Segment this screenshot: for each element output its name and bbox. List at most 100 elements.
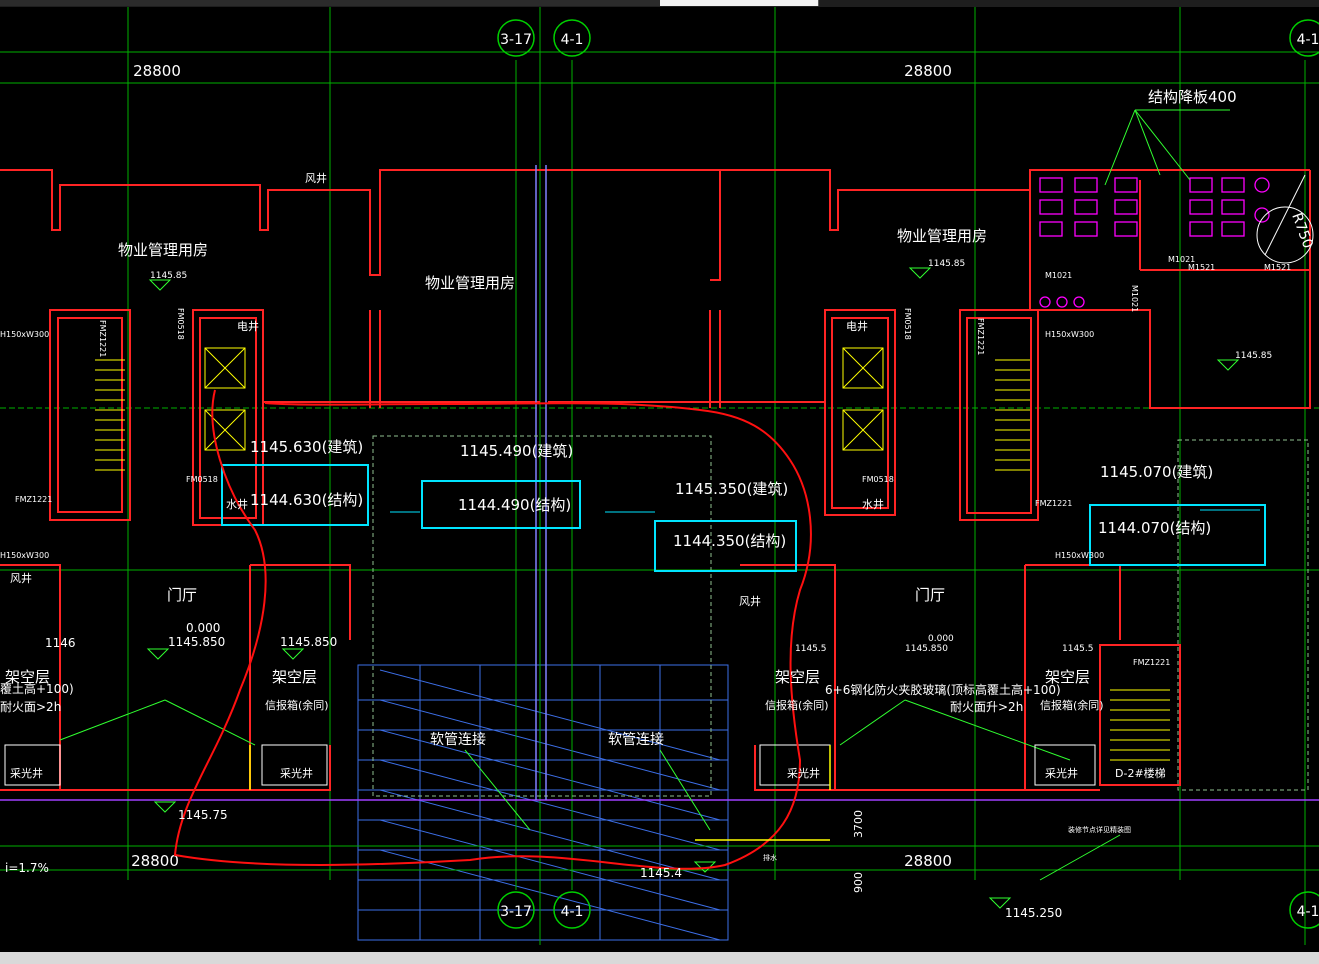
axis-label-41-bottom: 4-1 [561,904,584,920]
dim-vertical-900: 900 [852,872,865,893]
door-fm0518-c: FM0518 [903,308,912,340]
door-h150-b: H150xW300 [0,551,49,560]
door-tags: FMZ1221 FMZ1221 FMZ1221 FMZ1221 FMZ1221 … [0,255,1291,667]
note-glass: 6+6钢化防火夹胶玻璃(顶标高覆土高+100) [825,682,1061,697]
elev-e11: 1145.85 [1235,351,1272,361]
small-room-labels: 采光井 采光井 采光井 采光井 风井 风井 风井 电井 电井 水井 水井 D-2… [10,171,1166,780]
elev-e12: 1146 [45,636,76,650]
note-hose-left: 软管连接 [430,731,486,748]
axis-label-317-bottom: 3-17 [500,904,532,920]
tab-layout3[interactable] [500,0,661,6]
dim-bottom-right: 28800 [904,852,952,870]
door-fmz1221-c: FMZ1221 [976,318,985,355]
light-well-1: 采光井 [10,766,43,780]
elev-box-1 [221,464,369,526]
ramp-hatch [357,664,729,941]
note-left-b: 耐火面>2h [0,700,61,714]
dim-vertical-3700: 3700 [852,810,865,838]
note-fire-rating: 耐火面升>2h [950,700,1023,714]
structural-elevation-boxes [221,464,1266,572]
room-stilt-floor-1: 架空层 [5,668,50,686]
cad-drawing-canvas[interactable]: 3-17 4-1 4-1 3-17 4-1 4-1 28800 28800 28… [0,7,1319,952]
elev-e15: 1145.850 [280,635,337,649]
door-m1021-c: M1021 [1130,285,1139,312]
door-m1021-b: M1021 [1168,255,1195,264]
elevation-texts: 1145.85 1145.85 1145.630(建筑) 1144.630(结构… [45,259,1272,920]
room-lobby-right: 门厅 [915,586,945,604]
elevation-markers [146,267,1240,909]
door-fmz1221-e: FMZ1221 [1133,658,1170,667]
electric-shaft-right: 电井 [846,319,868,333]
note-structural-drop: 结构降板400 [1148,88,1237,106]
axis-label-41-top: 4-1 [561,32,584,48]
axis-label-41-right-top: 4-1 [1297,32,1319,48]
note-right-small: 装修节点详见精装图 [1068,825,1131,834]
electric-shaft-left: 电井 [237,319,259,333]
elev-e7: 1145.350(建筑) [675,480,788,498]
axis-bubble-41-right-bottom [1289,891,1319,929]
note-mini: 排水 [763,853,777,862]
elev-box-2 [421,480,581,529]
water-shaft-left: 水井 [226,497,248,511]
axis-bubble-317-bottom [497,891,535,929]
slope-arrows [390,509,1260,513]
elev-e13: 0.000 [186,621,220,635]
room-property-mgmt-left: 物业管理用房 [118,241,208,259]
grid-lines [0,7,1319,945]
note-left-a: 覆土高+100) [0,681,74,696]
room-lobby-left: 门厅 [167,586,197,604]
door-h150-a: H150xW300 [0,330,49,339]
door-m1521-a: M1521 [1188,263,1215,272]
elev-e9: 1145.070(建筑) [1100,463,1213,481]
note-mailbox-2: 信报箱(余同) [765,698,829,712]
room-stilt-floor-3: 架空层 [775,668,820,686]
wind-shaft-1: 风井 [305,171,327,185]
elev-e10: 1144.070(结构) [1098,519,1211,537]
axis-bubble-41-right-top [1289,19,1319,57]
stair-treads [95,359,1170,761]
light-well-2: 采光井 [280,766,313,780]
light-well-3: 采光井 [787,766,820,780]
elev-e21: 1145.4 [640,866,682,880]
axis-label-41-right-bottom: 4-1 [1297,904,1319,920]
elev-e22: 1145.250 [1005,906,1062,920]
note-hose-right: 软管连接 [608,731,664,748]
detail-lines [249,745,831,841]
expansion-joint [535,165,547,800]
door-m1521-b: M1521 [1264,263,1291,272]
elev-e3: 1145.630(建筑) [250,438,363,456]
room-stilt-floor-2: 架空层 [272,668,317,686]
elev-e8: 1144.350(结构) [673,532,786,550]
elev-box-4 [1089,504,1266,566]
room-property-mgmt-center: 物业管理用房 [425,274,515,292]
door-h150-c: H150xW300 [1045,330,1094,339]
elev-e4: 1144.630(结构) [250,491,363,509]
dim-bottom-left: 28800 [131,852,179,870]
elev-e2: 1145.85 [928,259,965,269]
status-strip [0,952,1319,964]
note-slope: i=1.7% [5,861,49,875]
axis-label-317-top: 3-17 [500,32,532,48]
tab-model[interactable] [0,0,141,6]
tab-layout1[interactable] [140,0,346,6]
stair-d2-label: D-2#楼梯 [1115,766,1166,780]
light-well-4: 采光井 [1045,766,1078,780]
tab-layout2[interactable] [345,0,501,6]
note-mailbox-3: 信报箱(余同) [1040,698,1104,712]
elev-e18: 1145.850 [905,644,948,654]
door-fmz1221-b: FMZ1221 [15,495,52,504]
room-property-mgmt-right: 物业管理用房 [897,227,987,245]
door-fm0518-b: FM0518 [186,475,218,484]
door-fmz1221-a: FMZ1221 [98,320,107,357]
elev-e19: 1145.5 [1062,644,1094,654]
wind-shaft-3: 风井 [739,594,761,608]
tab-layout4[interactable] [660,0,819,6]
toilet-fixtures [1039,177,1270,308]
axis-bubble-317-top [497,19,535,57]
layout-tab-strip [0,0,1319,7]
door-fm0518-a: FM0518 [176,308,185,340]
door-h150-d: H150xW300 [1055,551,1104,560]
elev-e14: 1145.850 [168,635,225,649]
dim-top-right: 28800 [904,62,952,80]
elev-e17: 0.000 [928,634,954,644]
